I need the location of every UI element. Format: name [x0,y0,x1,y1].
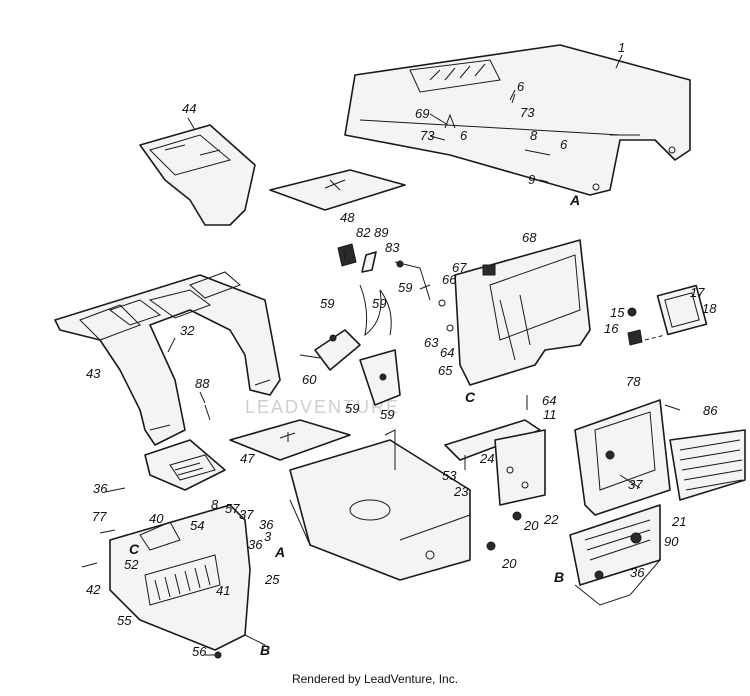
light-part [627,284,708,346]
reference-letter: A [569,192,580,208]
callout-label: 24 [479,451,494,466]
callout-label: 55 [117,613,132,628]
callout-label: 21 [671,514,686,529]
callout-label: 48 [340,210,355,225]
callout-label: 52 [124,557,139,572]
callout-label: 60 [302,372,317,387]
callout-label: 43 [86,366,101,381]
reference-letter: C [129,541,140,557]
callout-label: 88 [195,376,210,391]
callout-label: 68 [522,230,537,245]
callout-label: 23 [453,484,469,499]
seat-pan-part [139,124,256,226]
reference-letter: C [465,389,476,405]
callout-label: 17 [690,285,705,300]
plate-48-part [269,169,406,211]
footrest-part [144,439,226,491]
callout-label: 22 [543,512,559,527]
callout-label: 25 [264,572,280,587]
frame-part [289,429,471,581]
callout-label: 63 [424,335,439,350]
callout-label: 37 [628,477,643,492]
footer-credit: Rendered by LeadVenture, Inc. [291,672,459,686]
watermark: LEADVENTURE [245,284,400,417]
callout-label: 54 [190,518,204,533]
fender-part [54,271,281,446]
callout-label: 40 [149,511,164,526]
linkage-part [337,243,431,301]
callout-label: 65 [438,363,453,378]
callout-label: 6 [517,79,525,94]
reference-letter: A [274,544,285,560]
callout-label: 59 [345,401,359,416]
callout-label: 89 [374,225,388,240]
callout-label: 59 [380,407,394,422]
side-panel-part [109,504,266,651]
callout-label: 77 [92,509,107,524]
watermark-text: LEADVENTURE [245,397,400,417]
callout-label: 59 [372,296,386,311]
callout-label: 83 [385,240,400,255]
callout-label: 36 [93,481,108,496]
callout-label: 9 [528,172,535,187]
hood-part [344,44,691,196]
hardware-part [81,395,642,659]
callout-label: 11 [543,407,557,422]
callout-label: 36 [630,565,645,580]
plate-47-part [229,419,351,461]
callout-label: 90 [664,534,679,549]
callout-label: 78 [626,374,641,389]
leader-lines [104,54,681,656]
callout-label: 82 [356,225,371,240]
callout-label: 18 [702,301,717,316]
callout-label: 20 [501,556,517,571]
callout-label: 73 [420,128,435,143]
callout-label: 3 [264,529,272,544]
bracket-59-part [299,329,401,406]
callout-label: 44 [182,101,196,116]
reference-letter: B [260,642,270,658]
callout-label: 15 [610,305,625,320]
callout-label: 41 [216,583,230,598]
reference-letter: B [554,569,564,585]
callout-label: 67 [452,260,467,275]
callout-label: 36 [248,537,263,552]
callout-labels: 1 6 73 69 6 73 8 6 9 44 48 82 89 83 68 6… [86,40,718,659]
callout-label: 86 [703,403,718,418]
dash-panel-part [438,239,591,386]
callout-label: 66 [442,272,457,287]
callout-label: 6 [560,137,568,152]
callout-label: 64 [542,393,556,408]
callout-label: 59 [398,280,412,295]
callout-label: 57 [225,501,240,516]
grille-housing-part [569,399,746,606]
callout-label: 59 [320,296,334,311]
callout-label: 47 [240,451,255,466]
callout-label: 6 [460,128,468,143]
callout-label: 8 [530,128,538,143]
callout-label: 73 [520,105,535,120]
callout-label: 36 [259,517,274,532]
reference-letters: A C A C B B [129,192,580,658]
callout-label: 69 [415,106,429,121]
callout-label: 37 [239,507,254,522]
callout-label: 53 [442,468,457,483]
callout-label: 8 [211,497,219,512]
callout-label: 16 [604,321,619,336]
callout-label: 20 [523,518,539,533]
bracket-22-part [444,419,546,506]
callout-label: 1 [618,40,625,55]
callout-label: 42 [86,582,101,597]
callout-label: 32 [180,323,195,338]
callout-label: 56 [192,644,207,659]
callout-label: 64 [440,345,454,360]
